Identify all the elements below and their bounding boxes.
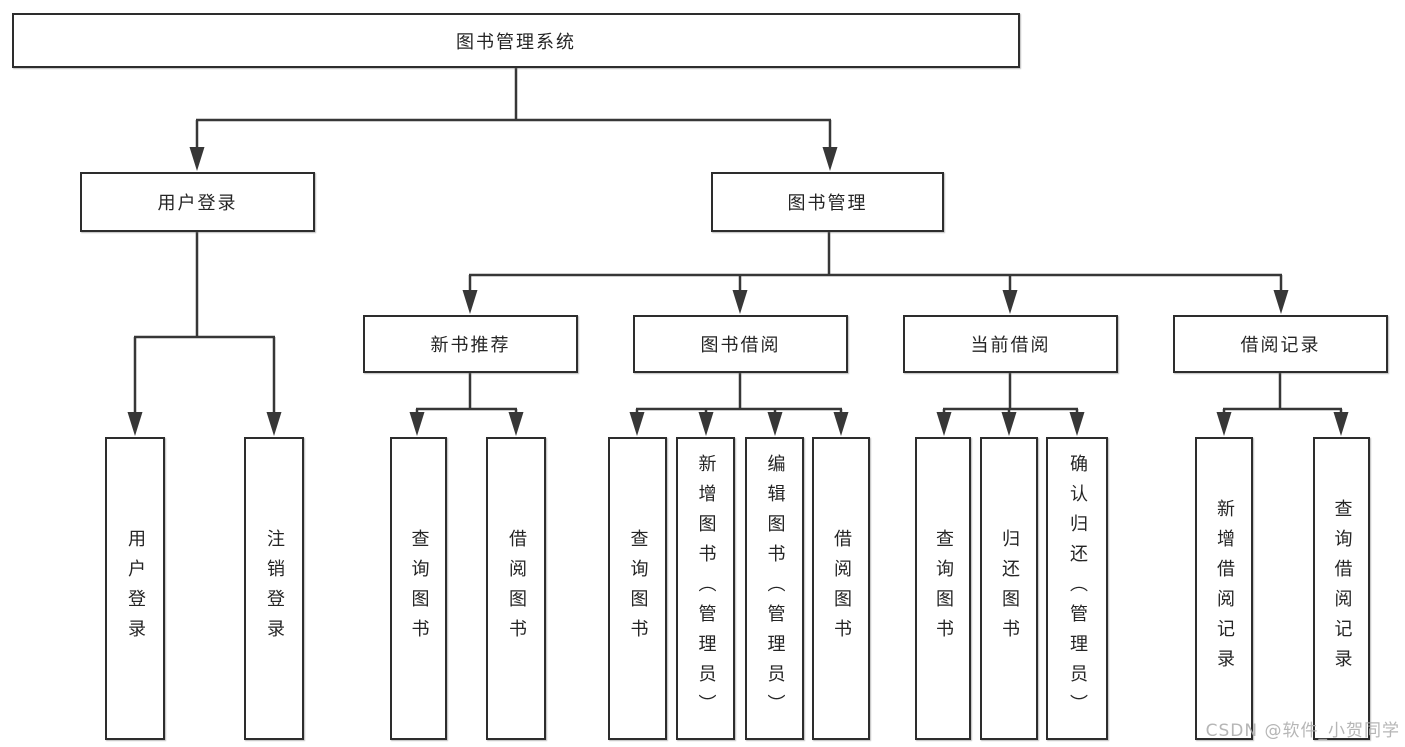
- leaf-borrow-books-label: 借阅图书: [831, 528, 852, 649]
- node-borrow-records-label: 借阅记录: [1240, 335, 1321, 356]
- leaf-return-books: 归还图书: [980, 437, 1038, 740]
- node-user-login-label: 用户登录: [157, 193, 238, 214]
- leaf-edit-books-admin-label: 编辑图书（管理员）: [764, 453, 786, 724]
- node-current-borrowing-label: 当前借阅: [970, 335, 1051, 356]
- node-book-borrowing: 图书借阅: [633, 315, 848, 373]
- node-book-management-label: 图书管理: [787, 193, 868, 214]
- node-library-system: 图书管理系统: [12, 13, 1020, 68]
- node-new-book-recommend: 新书推荐: [363, 315, 578, 373]
- leaf-edit-books-admin: 编辑图书（管理员）: [745, 437, 804, 740]
- leaf-return-books-label: 归还图书: [999, 528, 1020, 649]
- leaf-borrow-books: 借阅图书: [812, 437, 870, 740]
- node-book-management: 图书管理: [711, 172, 944, 232]
- node-new-book-recommend-label: 新书推荐: [430, 335, 511, 356]
- leaf-query-books-current-label: 查询图书: [933, 528, 954, 649]
- arrowheads: [127, 147, 1349, 436]
- leaf-query-books-borrowing: 查询图书: [608, 437, 667, 740]
- leaf-user-login-label: 用户登录: [125, 528, 146, 649]
- leaf-borrow-books-recommend: 借阅图书: [486, 437, 546, 740]
- leaf-query-books-recommend: 查询图书: [390, 437, 447, 740]
- node-book-borrowing-label: 图书借阅: [700, 335, 781, 356]
- node-user-login: 用户登录: [80, 172, 315, 232]
- node-library-system-label: 图书管理系统: [456, 31, 576, 53]
- leaf-logout-label: 注销登录: [264, 528, 285, 649]
- leaf-query-books-current: 查询图书: [915, 437, 971, 740]
- leaf-query-books-borrowing-label: 查询图书: [627, 528, 649, 649]
- leaf-borrow-books-recommend-label: 借阅图书: [506, 528, 527, 649]
- leaf-confirm-return-admin: 确认归还（管理员）: [1046, 437, 1108, 740]
- leaf-query-borrow-record-label: 查询借阅记录: [1331, 498, 1353, 679]
- node-borrow-records: 借阅记录: [1173, 315, 1388, 373]
- leaf-add-books-admin: 新增图书（管理员）: [676, 437, 735, 740]
- node-current-borrowing: 当前借阅: [903, 315, 1118, 373]
- csdn-watermark: CSDN @软件_小贺同学: [1205, 721, 1400, 741]
- leaf-query-books-recommend-label: 查询图书: [408, 528, 430, 649]
- leaf-query-borrow-record: 查询借阅记录: [1313, 437, 1370, 740]
- leaf-user-login: 用户登录: [105, 437, 165, 740]
- leaf-confirm-return-admin-label: 确认归还（管理员）: [1067, 453, 1088, 724]
- leaf-add-books-admin-label: 新增图书（管理员）: [695, 453, 717, 724]
- leaf-add-borrow-record-label: 新增借阅记录: [1214, 498, 1235, 679]
- leaf-logout: 注销登录: [244, 437, 304, 740]
- leaf-add-borrow-record: 新增借阅记录: [1195, 437, 1253, 740]
